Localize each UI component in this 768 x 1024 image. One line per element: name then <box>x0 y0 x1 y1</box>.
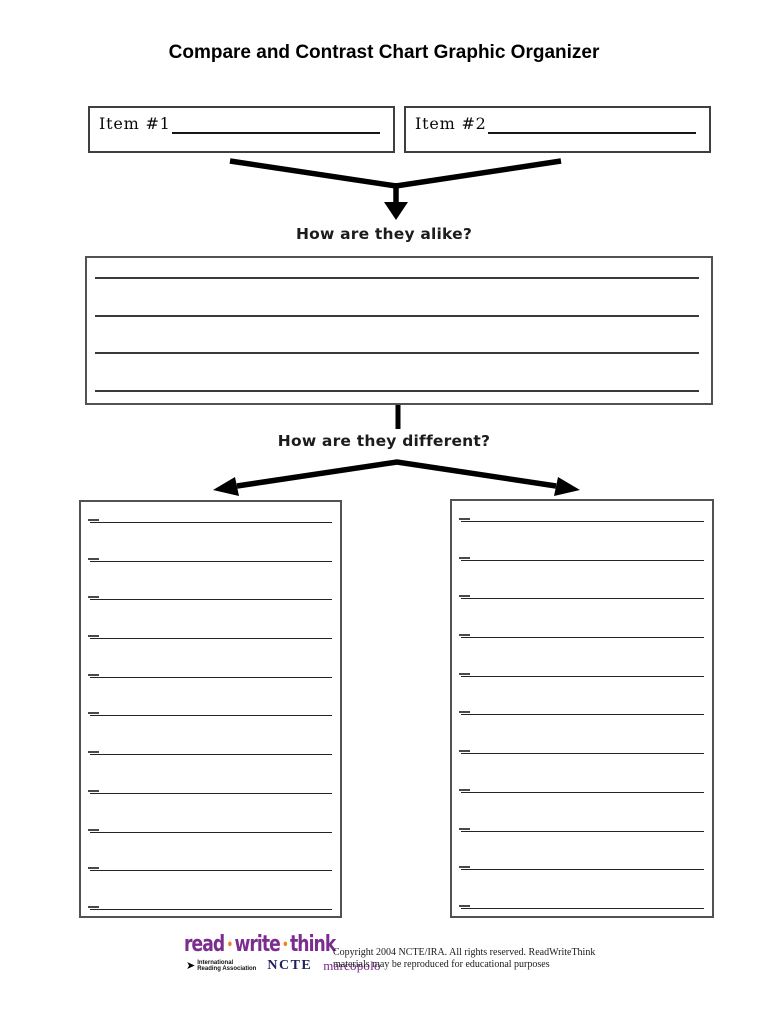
copyright-notice: Copyright 2004 NCTE/IRA. All rights rese… <box>333 947 603 971</box>
writing-line <box>88 871 332 910</box>
writing-line <box>459 754 704 793</box>
writing-line <box>88 523 332 562</box>
logo-dot-icon: • <box>226 938 233 953</box>
item1-blank-line <box>171 114 380 134</box>
ncte-logo: NCTE <box>267 958 313 973</box>
logo-word-read: read <box>184 932 225 957</box>
copyright-line1: Copyright 2004 NCTE/IRA. All rights rese… <box>333 947 596 958</box>
ira-logo-text: International Reading Association <box>197 960 256 973</box>
different-question-label: How are they different? <box>277 432 491 450</box>
writing-line <box>459 561 704 600</box>
writing-line <box>459 715 704 755</box>
writing-line <box>88 600 332 640</box>
alike-question-label: How are they alike? <box>295 225 473 243</box>
different-right-lines <box>452 501 712 916</box>
writing-line <box>88 562 332 601</box>
writing-line <box>459 522 704 561</box>
writing-line <box>88 716 332 756</box>
item2-box: Item #2 <box>404 106 711 153</box>
different-left-box <box>79 500 342 918</box>
item2-label: Item #2 <box>415 114 487 133</box>
different-left-lines <box>81 502 340 916</box>
logo-dot-icon: • <box>282 938 288 953</box>
alike-box <box>85 256 713 405</box>
writing-line <box>95 258 699 279</box>
page-title: Compare and Contrast Chart Graphic Organ… <box>168 42 600 63</box>
item1-box: Item #1 <box>88 106 395 153</box>
ira-line2: Reading Association <box>197 966 257 972</box>
writing-line <box>95 317 699 355</box>
readwritethink-logo: read • write • think <box>184 933 512 957</box>
marcopolo-logo: marcopolo <box>323 958 381 973</box>
writing-line <box>459 870 704 909</box>
footer: read • write • think ➤ International Rea… <box>184 933 604 974</box>
writing-line <box>88 502 332 523</box>
writing-line <box>95 354 699 393</box>
converge-arrow <box>229 158 562 220</box>
writing-line <box>88 639 332 678</box>
writing-line <box>95 279 699 317</box>
alike-lines <box>87 258 711 403</box>
writing-line <box>88 794 332 833</box>
copyright-line2: materials may be reproduced for educatio… <box>333 959 550 970</box>
writing-line <box>88 755 332 794</box>
writing-line <box>88 678 332 717</box>
writing-line <box>459 501 704 522</box>
different-right-box <box>450 499 714 918</box>
logo-word-think: think <box>290 932 336 957</box>
writing-line <box>459 638 704 677</box>
ira-line1: International <box>197 959 234 966</box>
logo-word-write: write <box>234 932 280 957</box>
writing-line <box>459 793 704 832</box>
writing-line <box>459 599 704 639</box>
writing-line <box>459 677 704 716</box>
item1-label: Item #1 <box>99 114 171 133</box>
ira-logo: ➤ International Reading Association <box>186 960 256 973</box>
diverge-arrow <box>213 459 580 496</box>
ira-logo-icon: ➤ <box>186 959 196 972</box>
writing-line <box>88 833 332 872</box>
partner-logos: ➤ International Reading Association NCTE… <box>186 958 604 974</box>
writing-line <box>459 832 704 871</box>
item2-blank-line <box>487 114 696 134</box>
